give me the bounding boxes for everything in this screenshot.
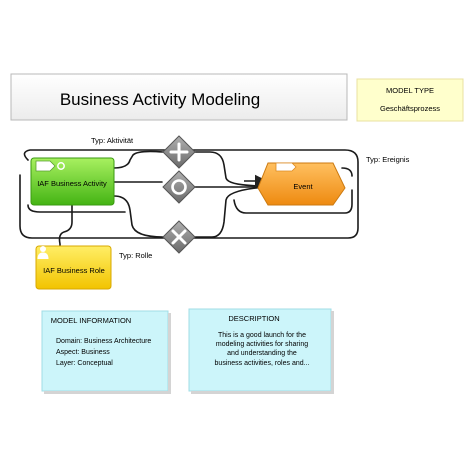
connector-activity-xor: [113, 195, 164, 238]
event-label: Event: [293, 182, 313, 191]
description-line: and understanding the: [227, 350, 297, 357]
connector-outer-loop: [19, 149, 359, 239]
description-line: modeling activities for sharing: [216, 341, 308, 348]
description-box: DESCRIPTION This is a good launch for th…: [188, 308, 334, 394]
model-type-box: MODEL TYPE Geschäftsprozess: [356, 78, 464, 122]
role-type-label: Typ: Rolle: [119, 251, 152, 260]
connector-and-event: [194, 151, 269, 187]
connector-activity-and: [113, 150, 164, 169]
title-box: Business Activity Modeling: [10, 73, 348, 121]
connector-activity-role: [58, 204, 73, 247]
connector-return-upper: [341, 167, 353, 177]
person-icon: [37, 246, 49, 259]
event-type-label: Typ: Ereignis: [366, 155, 410, 164]
plus-icon: [169, 142, 189, 162]
activity-arrow-icon: [35, 160, 65, 172]
description-heading: DESCRIPTION: [228, 314, 279, 323]
activity-node[interactable]: IAF Business Activity: [30, 157, 115, 206]
cross-icon: [171, 229, 187, 245]
model-information-line: Aspect: Business: [56, 349, 110, 356]
xor-gateway[interactable]: [162, 220, 196, 254]
and-gateway[interactable]: [162, 135, 196, 169]
model-information-line: Domain: Business Architecture: [56, 338, 151, 345]
model-information-line: Layer: Conceptual: [56, 360, 113, 367]
circle-icon: [171, 179, 187, 195]
diagram-title: Business Activity Modeling: [60, 90, 260, 109]
role-label: IAF Business Role: [43, 266, 105, 275]
activity-label: IAF Business Activity: [37, 179, 107, 188]
connector-xor-event: [194, 186, 267, 238]
model-type-value: Geschäftsprozess: [380, 104, 440, 113]
model-type-heading: MODEL TYPE: [386, 86, 434, 95]
description-line: business activities, roles and...: [215, 360, 310, 367]
event-arrow-icon: [275, 162, 297, 172]
description-line: This is a good launch for the: [218, 332, 306, 339]
model-information-heading: MODEL INFORMATION: [51, 316, 131, 325]
event-node[interactable]: Event: [257, 162, 346, 206]
or-gateway[interactable]: [162, 170, 196, 204]
connectors: [19, 149, 359, 247]
connector-return-lower: [233, 189, 353, 214]
model-information-box: MODEL INFORMATION Domain: Business Archi…: [41, 310, 171, 394]
role-node[interactable]: IAF Business Role: [35, 245, 112, 290]
connector-left-lower: [27, 204, 126, 213]
activity-type-label: Typ: Aktivität: [91, 136, 134, 145]
